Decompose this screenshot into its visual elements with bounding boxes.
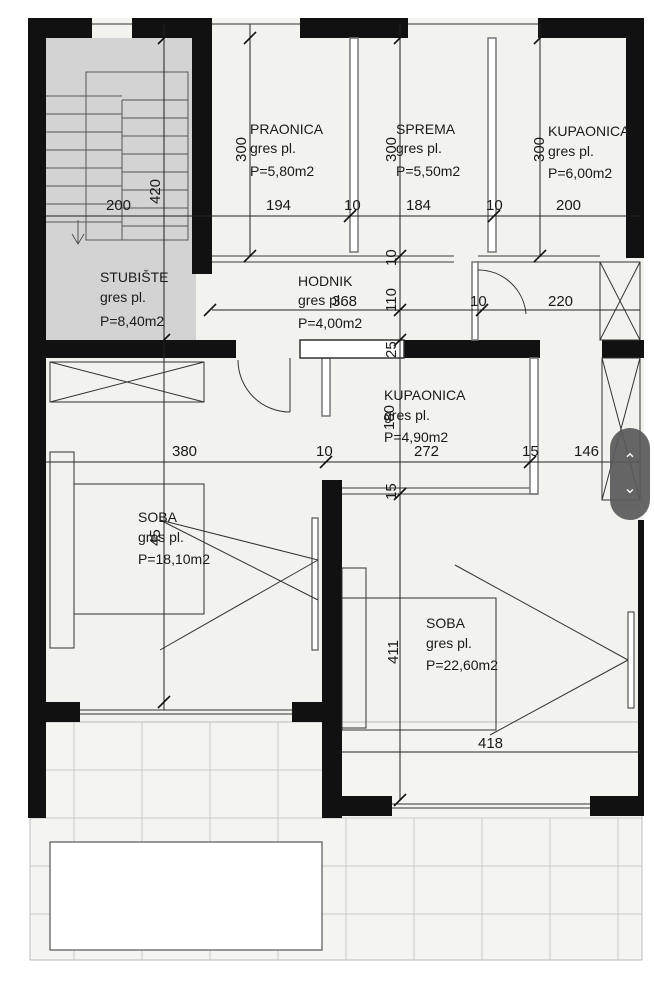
dim-label: 194: [266, 197, 291, 214]
room-name: SOBA: [426, 615, 466, 631]
walls: [28, 18, 644, 818]
chevron-down-icon[interactable]: ⌄: [623, 478, 637, 497]
furniture: [49, 23, 590, 809]
dim-label: 25: [383, 341, 400, 358]
room-floor: gres pl.: [100, 289, 146, 305]
room-name: HODNIK: [298, 273, 353, 289]
dim-label: 184: [406, 197, 431, 214]
dim-label: 368: [332, 293, 357, 310]
dim-label: 10: [344, 197, 361, 214]
terrace-planter: [49, 841, 323, 951]
room-hodnik: HODNIK gres pl. P=4,00m2: [298, 273, 362, 331]
dim-label: 15: [383, 483, 400, 500]
room-area: P=5,50m2: [396, 163, 460, 179]
room-soba-left: SOBA gres pl. P=18,10m2: [138, 509, 210, 567]
dim-label: 10: [470, 293, 487, 310]
room-area: P=22,60m2: [426, 657, 498, 673]
room-floor: gres pl.: [250, 140, 296, 156]
partitions: [212, 37, 600, 495]
room-name: SOBA: [138, 509, 178, 525]
scroll-control[interactable]: ⌃ ⌄: [610, 428, 650, 520]
dim-label: 10: [316, 443, 333, 460]
room-floor: gres pl.: [384, 407, 430, 423]
dim-label: 45: [147, 529, 164, 546]
dim-label: 272: [414, 443, 439, 460]
dim-label: 10: [486, 197, 503, 214]
dim-label: 146: [574, 443, 599, 460]
dim-label: 411: [385, 640, 402, 664]
room-area: P=4,00m2: [298, 315, 362, 331]
room-stubiste: STUBIŠTE gres pl. P=8,40m2: [100, 269, 168, 329]
wardrobes: [49, 261, 641, 501]
room-name: KUPAONICA: [548, 123, 630, 139]
dim-label: 200: [106, 197, 131, 214]
dim-label: 15: [522, 443, 539, 460]
room-area: P=4,90m2: [384, 429, 448, 445]
dim-label: 300: [233, 137, 250, 162]
dim-label: 10: [383, 249, 400, 266]
dim-label: 418: [478, 735, 503, 752]
room-floor: gres pl.: [426, 635, 472, 651]
dim-label: 300: [531, 137, 548, 162]
room-kupaonica-mid: KUPAONICA gres pl. P=4,90m2: [384, 387, 466, 445]
room-floor: gres pl.: [298, 292, 344, 308]
room-area: P=5,80m2: [250, 163, 314, 179]
room-praonica: PRAONICA gres pl. P=5,80m2: [250, 121, 324, 179]
staircase-area: [46, 38, 196, 340]
dim-label: 200: [556, 197, 581, 214]
room-floor: gres pl.: [396, 140, 442, 156]
room-kupaonica-top: KUPAONICA gres pl. P=6,00m2: [548, 123, 630, 181]
dim-label: 180: [381, 405, 398, 430]
room-area: P=8,40m2: [100, 313, 164, 329]
dim-label: 220: [548, 293, 573, 310]
dim-label: 380: [172, 443, 197, 460]
room-floor: gres pl.: [548, 143, 594, 159]
room-name: SPREMA: [396, 121, 456, 137]
room-sprema: SPREMA gres pl. P=5,50m2: [396, 121, 460, 179]
room-name: STUBIŠTE: [100, 269, 168, 285]
chevron-up-icon[interactable]: ⌃: [623, 450, 637, 469]
dim-label: 420: [147, 179, 164, 204]
room-soba-right: SOBA gres pl. P=22,60m2: [426, 615, 498, 673]
dim-label: 110: [383, 288, 400, 312]
dimension-labels: 200 194 10 184 10 200 300 300 300 420 10…: [106, 137, 599, 752]
room-name: PRAONICA: [250, 121, 324, 137]
doors: [159, 269, 635, 736]
dimension-lines: [46, 24, 640, 807]
room-name: KUPAONICA: [384, 387, 466, 403]
room-floor: gres pl.: [138, 529, 184, 545]
staircase-steps: [46, 71, 189, 245]
room-area: P=6,00m2: [548, 165, 612, 181]
room-area: P=18,10m2: [138, 551, 210, 567]
dim-label: 300: [383, 137, 400, 162]
